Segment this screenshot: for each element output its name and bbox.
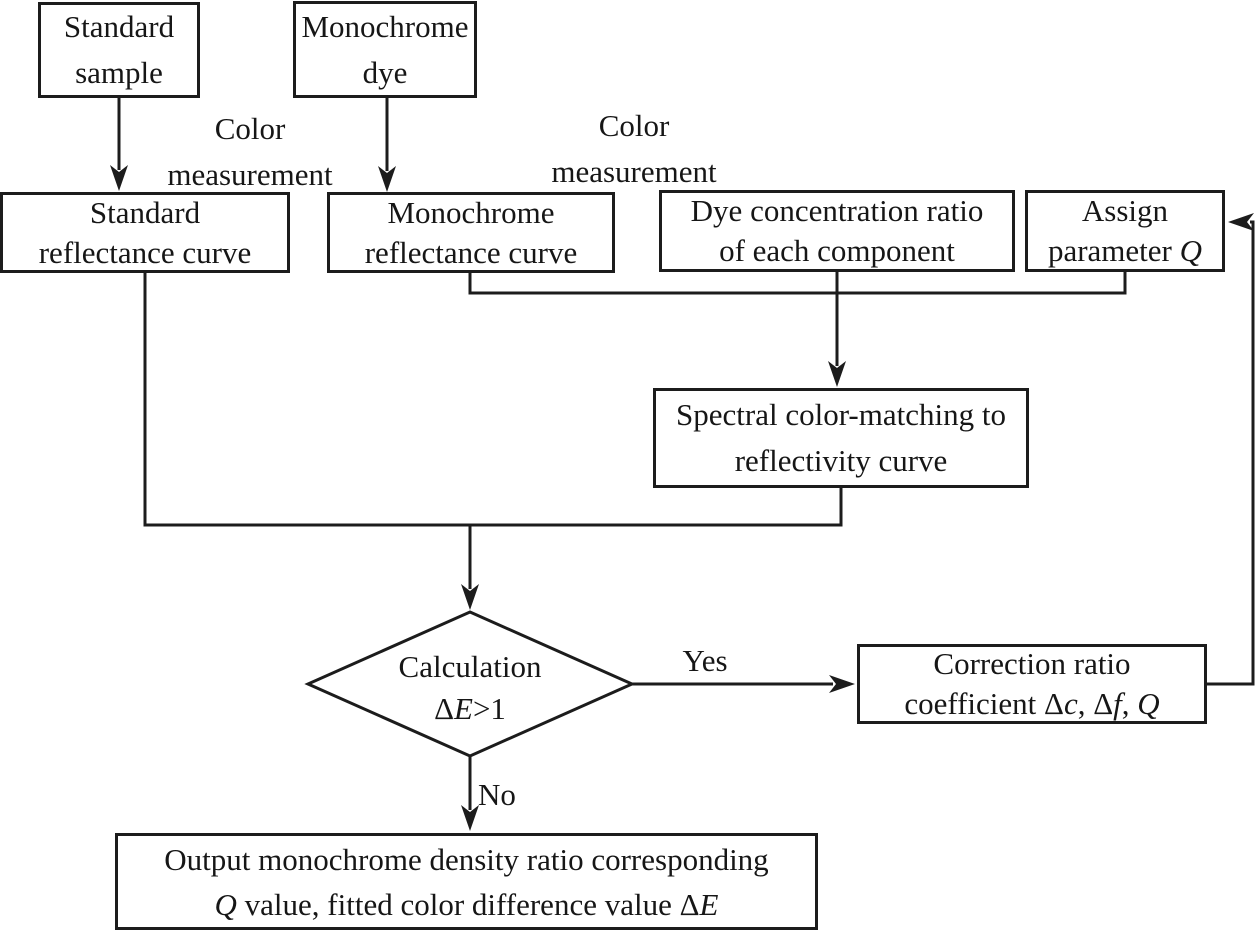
node-text: Standard — [63, 9, 175, 44]
node-text: Correction ratio — [933, 646, 1131, 681]
node-text-variable: f — [1113, 686, 1122, 721]
node-text-variable: Q — [1179, 233, 1203, 268]
arrowhead-left-icon — [1228, 213, 1254, 231]
arrowhead-right-icon — [829, 675, 855, 693]
node-spectral-color-matching: Spectral color-matching to reflectivity … — [653, 388, 1029, 488]
edge-feedback-loop — [1206, 220, 1255, 686]
arrowhead-down-icon — [110, 165, 128, 191]
label-color-measurement-right: Color measurement — [544, 103, 724, 195]
node-standard-reflectance-curve: Standard reflectance curve — [0, 192, 290, 273]
node-text: coefficient Δ — [904, 686, 1064, 721]
label-text: Color — [214, 111, 286, 146]
node-text: Standard — [89, 194, 201, 230]
node-text: Dye concentration ratio — [690, 193, 984, 228]
node-text: reflectivity curve — [734, 443, 948, 478]
decision-label: Calculation ΔE>1 — [350, 646, 590, 730]
label-text: measurement — [167, 157, 333, 192]
node-text-variable: c — [1063, 686, 1078, 721]
node-text: Monochrome — [387, 194, 555, 230]
label-text: Color — [598, 108, 670, 143]
node-text: parameter — [1047, 233, 1180, 268]
node-standard-sample: Standard sample — [38, 2, 200, 98]
node-text: , Δ — [1077, 686, 1114, 721]
node-text: Monochrome — [301, 8, 469, 44]
node-text: value, fitted color difference value Δ — [236, 886, 700, 922]
node-text-variable: Q — [214, 886, 237, 922]
node-text: of each component — [719, 233, 955, 268]
node-assign-parameter-q: Assign parameter Q — [1025, 190, 1225, 272]
node-monochrome-reflectance-curve: Monochrome reflectance curve — [327, 192, 615, 273]
label-color-measurement-left: Color measurement — [160, 106, 340, 198]
node-correction-ratio-coefficient: Correction ratio coefficient Δc, Δf, Q — [857, 644, 1207, 724]
arrowhead-down-icon — [828, 361, 846, 387]
label-yes: Yes — [660, 638, 750, 684]
edge-join-rail — [143, 272, 843, 527]
node-text-variable: E — [699, 886, 719, 922]
node-dye-concentration-ratio: Dye concentration ratio of each componen… — [659, 190, 1015, 272]
decision-text: >1 — [472, 691, 506, 726]
label-text: measurement — [551, 154, 717, 189]
node-text: reflectance curve — [364, 234, 578, 270]
node-text: , — [1121, 686, 1138, 721]
label-text: Yes — [682, 643, 728, 678]
arrowhead-down-icon — [461, 584, 479, 610]
label-no: No — [478, 772, 548, 818]
label-text: No — [478, 777, 516, 812]
node-monochrome-dye: Monochrome dye — [293, 1, 477, 98]
node-text: reflectance curve — [38, 234, 252, 270]
decision-text: Δ — [434, 691, 454, 726]
decision-text: Calculation — [398, 649, 542, 684]
arrowhead-down-icon — [378, 166, 396, 192]
arrowhead-down-icon — [461, 805, 479, 831]
node-text: dye — [362, 54, 408, 90]
node-text: sample — [75, 55, 163, 90]
node-output-result: Output monochrome density ratio correspo… — [115, 833, 818, 930]
node-text: Assign — [1081, 193, 1169, 228]
decision-text-variable: E — [454, 691, 473, 726]
node-text: Output monochrome density ratio correspo… — [164, 841, 769, 877]
node-text: Spectral color-matching to — [676, 397, 1006, 432]
edge-merge-bus — [468, 271, 1127, 295]
node-text-variable: Q — [1137, 686, 1160, 721]
